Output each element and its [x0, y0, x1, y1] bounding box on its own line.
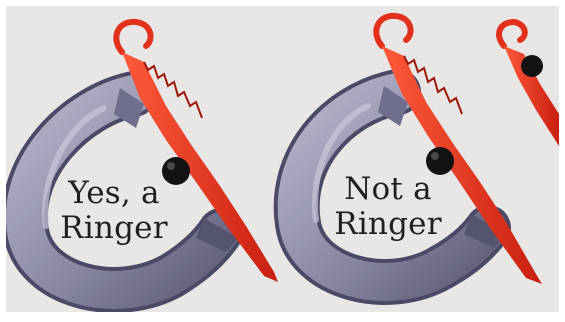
ringer-illustration [6, 6, 559, 312]
label-line-1: Yes, a [54, 176, 174, 211]
ball-highlight [167, 162, 175, 170]
paper-background: Yes, a Ringer Not a Ringer [6, 6, 559, 312]
stake-icon [499, 22, 559, 146]
label-line-2: Ringer [324, 207, 452, 242]
label-line-2: Ringer [54, 211, 174, 246]
label-not-ringer: Not a Ringer [324, 172, 452, 242]
label-line-1: Not a [324, 172, 452, 207]
label-yes-ringer: Yes, a Ringer [54, 176, 174, 246]
ball-icon [521, 55, 543, 77]
ball-highlight [431, 152, 439, 160]
